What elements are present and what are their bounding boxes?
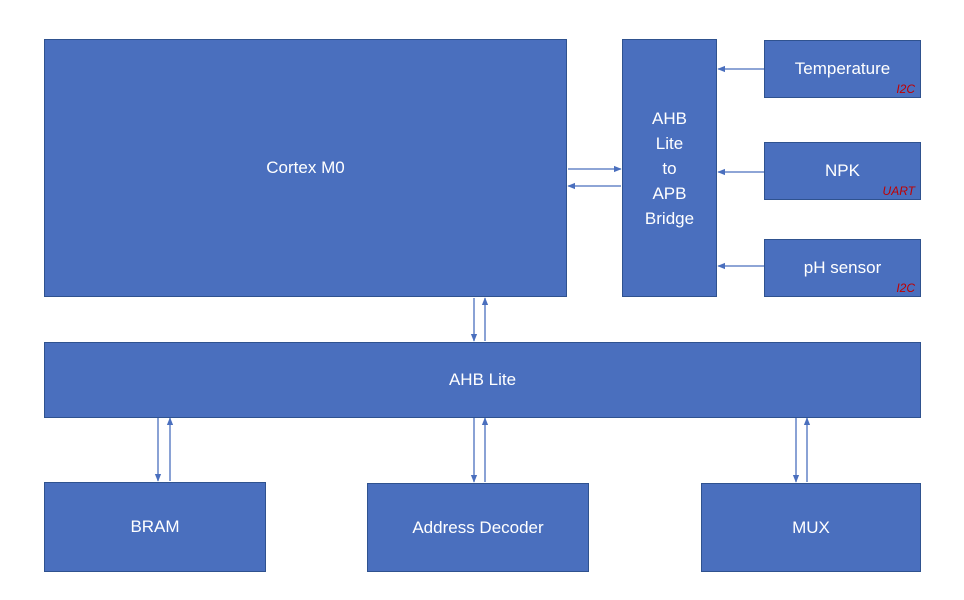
temperature-label: Temperature <box>794 59 891 78</box>
bridge-label: AHB Lite to APB Bridge <box>645 106 694 231</box>
bridge-label-line: Lite <box>655 133 684 153</box>
cortex-m0-block: Cortex M0 <box>44 39 567 297</box>
ahb-lite-label: AHB Lite <box>448 370 517 389</box>
temperature-sensor-block: Temperature I2C <box>764 40 921 98</box>
bram-block: BRAM <box>44 482 266 572</box>
mux-label: MUX <box>792 517 830 537</box>
bram-label: BRAM <box>130 517 180 536</box>
address-decoder-block: Address Decoder <box>367 483 589 572</box>
ph-sensor-block: pH sensor I2C <box>764 239 921 297</box>
npk-bus-tag: UART <box>882 184 915 198</box>
mux-block: MUX <box>701 483 921 572</box>
bridge-label-line: APB <box>652 183 687 203</box>
address-decoder-label: Address Decoder <box>412 517 544 537</box>
bridge-label-line: Bridge <box>644 208 695 228</box>
npk-label: NPK <box>825 161 860 180</box>
ph-bus-tag: I2C <box>896 281 915 295</box>
bridge-label-line: AHB <box>652 108 687 128</box>
temperature-bus-tag: I2C <box>896 82 915 96</box>
bridge-label-line: to <box>662 158 677 178</box>
cortex-m0-label: Cortex M0 <box>266 158 345 177</box>
ahb-apb-bridge-block: AHB Lite to APB Bridge <box>622 39 717 297</box>
npk-sensor-block: NPK UART <box>764 142 921 200</box>
ph-sensor-label: pH sensor <box>803 258 882 277</box>
ahb-lite-bus-block: AHB Lite <box>44 342 921 418</box>
